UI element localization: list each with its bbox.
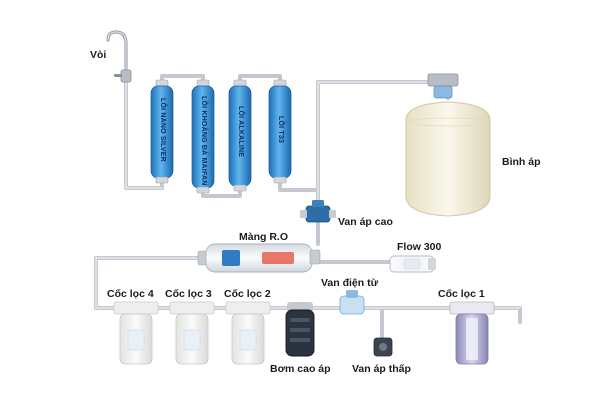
ro-membrane-label: Màng R.O (239, 231, 288, 243)
ro-membrane (197, 243, 321, 273)
pressure-tank-label: Bình áp (502, 156, 541, 168)
cup-4-label: Cốc lọc 4 (107, 288, 154, 300)
pressure-tank (405, 73, 491, 217)
faucet-label: Vòi (90, 49, 107, 61)
cartridge-1-label: LÕI NANO SILVER (159, 98, 166, 162)
cartridge-3-label: LÕI ALKALINE (237, 106, 244, 158)
booster-pump (285, 302, 315, 357)
high-pressure-valve-label: Van áp cao (338, 216, 393, 228)
faucet (106, 30, 132, 83)
cartridge-4 (268, 79, 292, 184)
housing-cup-3 (169, 301, 215, 365)
solenoid-valve-label: Van điện từ (321, 277, 379, 289)
cup-1-label: Cốc lọc 1 (438, 288, 485, 300)
cup-2-label: Cốc lọc 2 (224, 288, 271, 300)
cartridge-2-label: LÕI KHOÁNG ĐÁ MAIFAN (200, 96, 207, 186)
high-pressure-valve (300, 200, 336, 223)
cartridge-1 (150, 79, 174, 184)
cup-3-label: Cốc lọc 3 (165, 288, 212, 300)
cartridge-3 (228, 79, 252, 192)
solenoid-valve (339, 290, 365, 315)
cartridge-4-label: LÕI T33 (277, 116, 284, 144)
housing-cup-1 (449, 301, 495, 365)
housing-cup-4 (113, 301, 159, 365)
booster-pump-label: Bơm cao áp (270, 363, 331, 375)
low-pressure-valve-label: Van áp thấp (352, 363, 411, 375)
housing-cup-2 (225, 301, 271, 365)
cartridge-2 (191, 79, 215, 194)
flow-label: Flow 300 (397, 241, 442, 253)
low-pressure-valve (373, 337, 393, 357)
flow-restrictor (389, 255, 436, 273)
